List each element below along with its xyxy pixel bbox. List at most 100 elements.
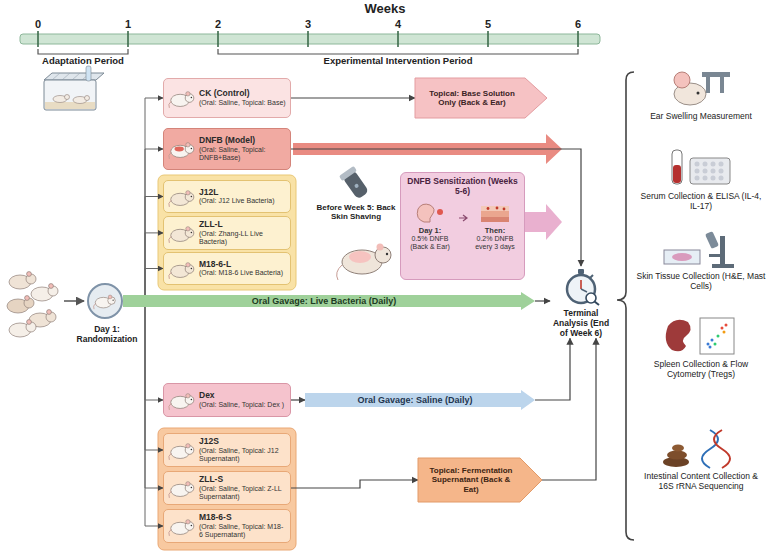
period-label: Experimental Intervention Period [218, 56, 578, 67]
cage-illustration [72, 73, 80, 80]
group-box: J12S(Oral: Saline, Topical: J12 Supernat… [163, 433, 291, 467]
ear-measure-icon [674, 72, 690, 88]
mouse-icon [186, 227, 190, 231]
mouse-icon [108, 295, 112, 299]
skin-slide-icon [709, 254, 721, 257]
spleen-flow-icon [666, 320, 691, 352]
skin-icon [475, 201, 515, 225]
box-heading: DNFB Sensitization (Weeks 5-6) [405, 177, 520, 197]
serum-icon [695, 162, 700, 167]
arrow-band: Oral Gavage: Live Bacteria (Daily) [123, 292, 535, 310]
skin-icon [496, 206, 499, 209]
arrow-body [415, 78, 547, 118]
sensitization-arrow [523, 204, 562, 240]
mouse-icon [167, 222, 197, 245]
mouse-icon [167, 258, 197, 281]
connector [123, 149, 163, 301]
analysis-item: Spleen Collection & Flow Cytometry (Treg… [636, 360, 766, 380]
flow-arrow [64, 300, 84, 302]
shaver-icon [339, 166, 357, 181]
shaved-mouse [349, 251, 371, 263]
period-bracket [38, 49, 578, 54]
connector [291, 399, 305, 400]
group-box: Dex(Oral: Saline, Topical: Dex ) [163, 383, 291, 417]
ear-measure-icon [702, 72, 730, 77]
tick-number: 4 [388, 18, 408, 31]
timeline-bar [487, 31, 489, 47]
group-treatment: (Oral: M18-6 Live Bacteria) [199, 269, 287, 277]
cage-illustration [52, 73, 60, 80]
timeline-bar [20, 34, 600, 44]
mouse-icon [175, 147, 184, 152]
spleen-flow-icon [700, 318, 734, 354]
group-panel [158, 428, 296, 550]
serum-icon [672, 150, 730, 184]
connector [291, 97, 415, 98]
mouse-icon [191, 232, 193, 234]
group-treatment: (Oral: J12 Live Bacteria) [199, 197, 287, 205]
connector [123, 301, 163, 450]
timeline-bar [307, 31, 309, 47]
skin-slide-icon [672, 253, 692, 261]
shaved-mouse [386, 253, 388, 255]
skin-slide-icon [664, 231, 734, 268]
cage-illustration [44, 66, 104, 110]
shaved-mouse [337, 265, 342, 280]
cage-illustration [65, 95, 70, 100]
spleen-flow-icon [723, 331, 726, 334]
period-label: Adaptation Period [18, 56, 148, 67]
group-treatment: (Oral: Saline, Topical: J12 Supernatant) [199, 447, 287, 463]
serum-icon [711, 162, 716, 167]
skin-slide-icon [720, 236, 725, 264]
arrow-text: Oral Gavage: Live Bacteria (Daily) [131, 296, 517, 306]
arrow-body [305, 390, 535, 410]
skin-icon [487, 207, 490, 210]
group-box: CK (Control)(Oral: Saline, Topical: Base… [163, 78, 291, 118]
mouse-icon [167, 439, 197, 462]
timeline-bar [37, 31, 39, 47]
group-name: CK (Control) [199, 89, 287, 99]
ear-icon [437, 209, 443, 215]
cage-illustration [52, 73, 90, 80]
analysis-item: Serum Collection & ELISA (IL-4, IL-17) [636, 192, 766, 212]
timeline-bar [217, 31, 219, 47]
group-name: DNFB (Model) [199, 136, 287, 146]
mouse-icon [191, 487, 193, 489]
serum-icon [719, 169, 724, 174]
connector [123, 301, 163, 400]
group-treatment: (Oral: Saline, Topical: M18-6 Supernatan… [199, 523, 287, 539]
connector [123, 98, 163, 301]
shaver-icon [339, 166, 371, 201]
mouse-icon [169, 236, 172, 243]
mice-group [27, 320, 32, 325]
mouse-icon [191, 195, 193, 197]
cage-illustration [86, 66, 91, 81]
spleen-flow-icon [709, 346, 712, 349]
mouse-icon [186, 262, 190, 266]
mice-group [27, 272, 32, 277]
mouse-icon [167, 389, 197, 412]
step-note: Before Week 5: Back Skin Shaving [314, 203, 398, 221]
mouse-icon [112, 300, 113, 301]
tick-number: 3 [298, 18, 318, 31]
mouse-icon [191, 267, 193, 269]
mouse-icon [93, 303, 95, 309]
shaved-mouse [375, 247, 391, 263]
spleen-flow-icon [707, 324, 728, 349]
period-bracket [38, 49, 128, 54]
serum-icon [711, 176, 716, 181]
mouse-icon [167, 515, 197, 538]
group-box: ZLL-S(Oral: Saline, Topical: Z-LL Supern… [163, 471, 291, 505]
step: Day 1:0.5% DNFB (Back & Ear) [405, 201, 455, 252]
connector [291, 480, 418, 488]
sensitization-steps: Day 1:0.5% DNFB (Back & Ear)Then:0.2% DN… [405, 201, 520, 252]
ear-icon [410, 201, 450, 225]
spleen-flow-icon [707, 343, 710, 346]
mouse-icon [191, 525, 193, 527]
step-title: Then: [470, 227, 520, 236]
serum-icon [711, 169, 716, 174]
serum-icon [703, 176, 708, 181]
serum-icon [672, 150, 682, 184]
group-box: J12L(Oral: J12 Live Bacteria) [163, 180, 291, 213]
